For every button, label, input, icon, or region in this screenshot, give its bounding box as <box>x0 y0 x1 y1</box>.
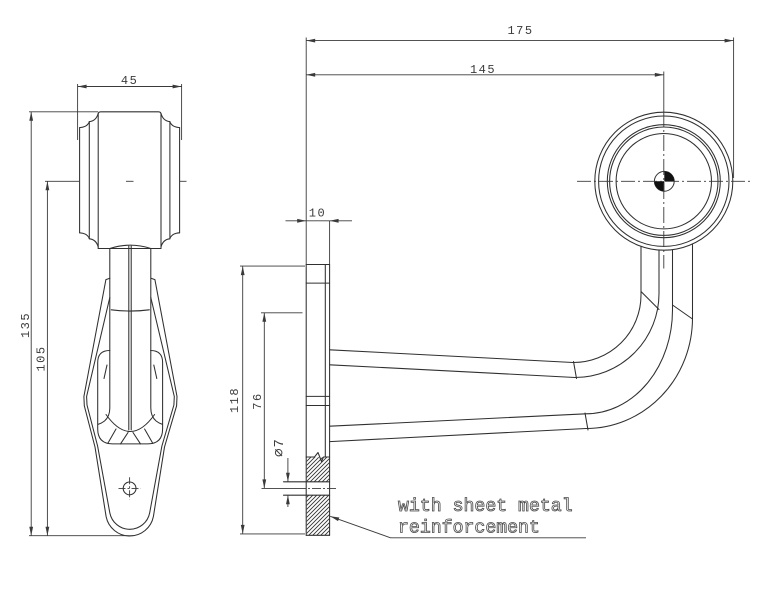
svg-text:118: 118 <box>228 387 242 413</box>
svg-text:reinforcement: reinforcement <box>398 519 540 539</box>
svg-text:45: 45 <box>121 74 138 88</box>
svg-text:76: 76 <box>251 392 265 409</box>
svg-text:175: 175 <box>507 24 533 38</box>
svg-text:145: 145 <box>470 63 496 77</box>
svg-text:with sheet metal: with sheet metal <box>398 497 573 517</box>
svg-text:135: 135 <box>19 312 33 338</box>
svg-text:10: 10 <box>309 207 326 221</box>
svg-text:105: 105 <box>35 345 49 371</box>
svg-text:∅7: ∅7 <box>272 438 288 457</box>
